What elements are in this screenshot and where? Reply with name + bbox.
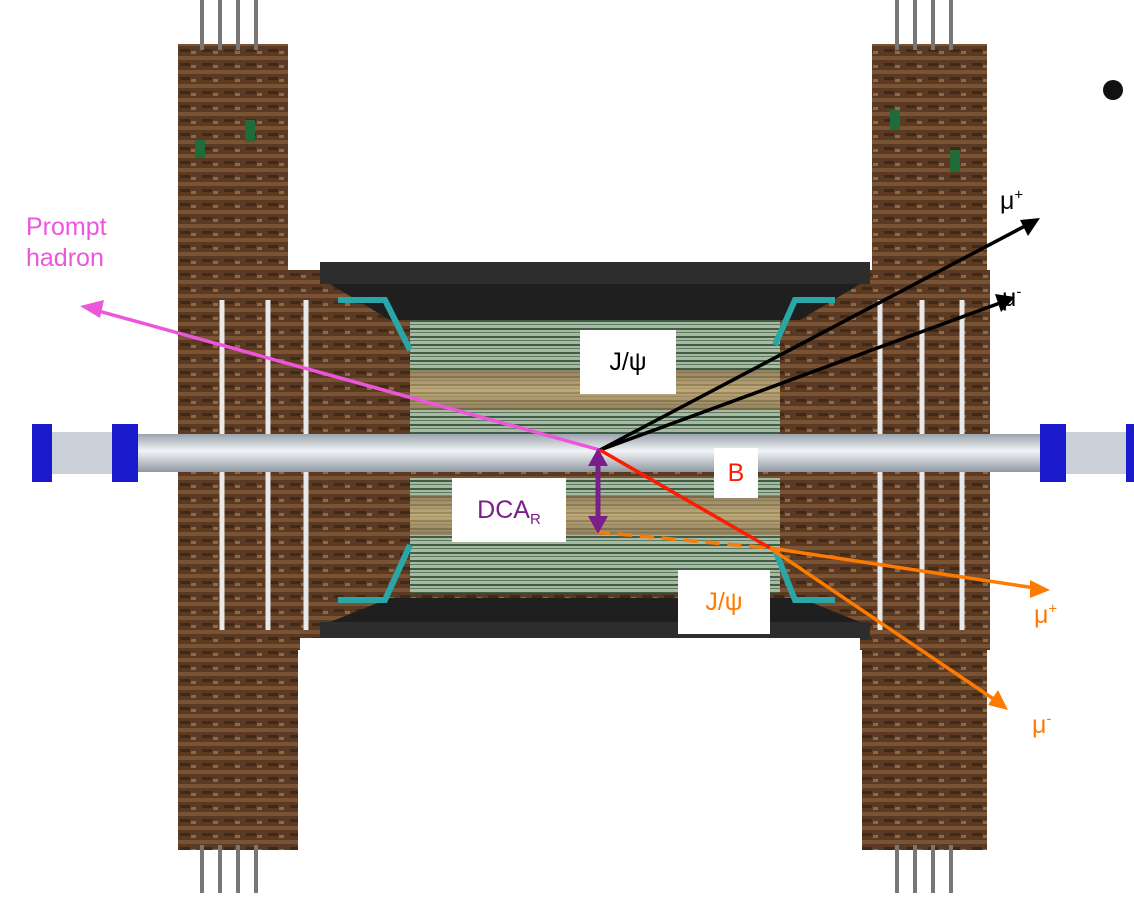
jpsi-prompt-label-box: J/ψ	[580, 330, 676, 394]
jpsi-prompt-label: J/ψ	[609, 347, 646, 378]
beam-flange-right	[1040, 424, 1134, 482]
mu-minus-top-label: μ-	[1002, 283, 1021, 314]
endcap-bottom-right	[862, 640, 987, 893]
barrel-top-plate	[320, 262, 870, 284]
prompt-hadron-label-line1: Prompt	[26, 212, 107, 243]
mu-minus-bottom-label: μ-	[1032, 710, 1051, 741]
endcap-top-left	[178, 0, 288, 274]
mu-plus-bottom-label: μ+	[1034, 600, 1057, 631]
dca-label-box: DCAR	[452, 478, 566, 542]
barrel-bottom-plate	[320, 622, 870, 640]
mu-plus-top-label: μ+	[1000, 186, 1023, 217]
prompt-hadron-label-line2: hadron	[26, 243, 107, 274]
prompt-hadron-label: Prompt hadron	[26, 212, 107, 274]
endcap-top-right	[872, 0, 987, 274]
endcap-bottom-left	[178, 640, 298, 893]
dca-label-base: DCA	[477, 496, 530, 524]
b-meson-label-box: B	[714, 448, 758, 498]
dca-label-sub: R	[530, 511, 541, 528]
jpsi-displaced-label-box: J/ψ	[678, 570, 770, 634]
bottom-white-mask	[298, 712, 862, 893]
beam-pipe	[40, 434, 1134, 472]
jpsi-displaced-label: J/ψ	[705, 587, 742, 618]
mu-minus-bottom-arrowhead	[988, 690, 1008, 710]
b-meson-label: B	[728, 458, 745, 489]
mu-plus-bottom-arrowhead	[1030, 580, 1050, 598]
dca-label: DCAR	[477, 495, 541, 526]
slide-bullet	[1103, 80, 1123, 100]
beam-flange-left	[32, 424, 138, 482]
